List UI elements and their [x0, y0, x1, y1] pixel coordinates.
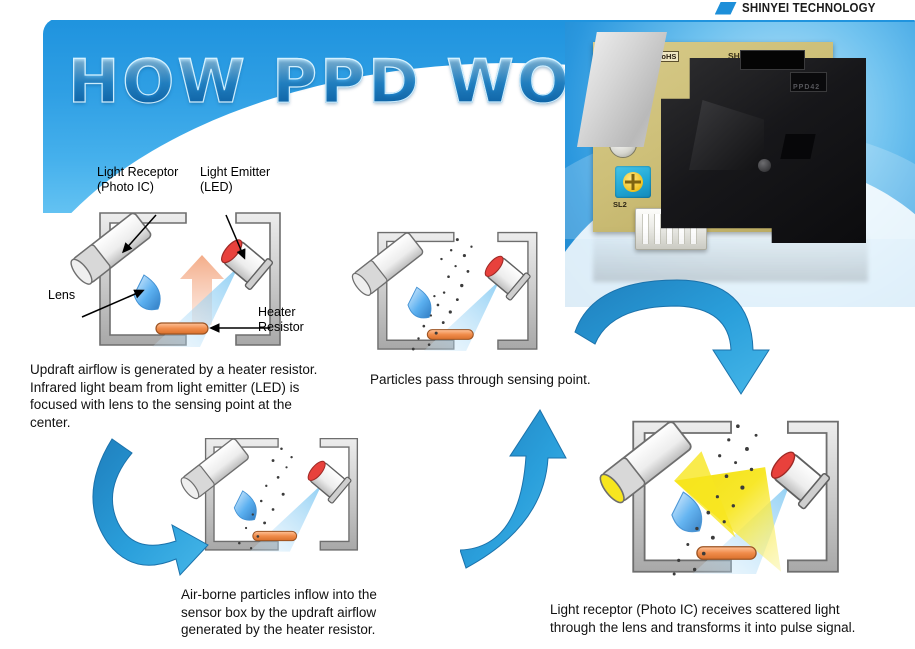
arrow-step2-to-step3 [460, 398, 575, 583]
shinyei-swoosh-icon [714, 1, 737, 15]
caption-step-3: Air-borne particles inflow into the sens… [181, 587, 377, 637]
particles [411, 238, 473, 351]
label-light-receptor: Light Receptor (Photo IC) [97, 165, 179, 194]
caption-step-2: Particles pass through sensing point. [370, 372, 591, 387]
diagram-step-2 [325, 212, 550, 367]
housing-vent-2 [780, 134, 816, 159]
caption-step-4: Light receptor (Photo IC) receives scatt… [550, 602, 856, 635]
brand-logo: SHINYEI TECHNOLOGY [714, 1, 887, 15]
caption-step-1: Updraft airflow is generated by a heater… [30, 362, 318, 430]
trimpot-left-label: SL2 [613, 200, 627, 209]
housing-emboss: PPD42 [793, 84, 821, 91]
diagram-step-3 [155, 418, 370, 568]
label-light-emitter: Light Emitter (LED) [200, 165, 271, 194]
label-heater-resistor: Heater Resistor [258, 305, 304, 334]
label-lens: Lens [48, 288, 76, 302]
arrow-step3-to-step4 [90, 435, 210, 580]
housing-slot [740, 50, 805, 70]
trimpot-left [615, 166, 651, 198]
diagram-step-1 [40, 195, 295, 360]
diagram-step-4 [565, 400, 855, 590]
arrow-step1-to-step2 [565, 272, 795, 407]
product-photo: PbF RoHS SHIN C1 VR SL2 CN1 PPD42 [565, 22, 915, 307]
brand-name: SHINYEI TECHNOLOGY [741, 1, 876, 15]
housing-vent [790, 72, 827, 92]
logo-bar: SHINYEI TECHNOLOGY [0, 0, 915, 20]
housing-screw [758, 159, 771, 172]
pcb-brand-text: SHIN [728, 51, 749, 61]
